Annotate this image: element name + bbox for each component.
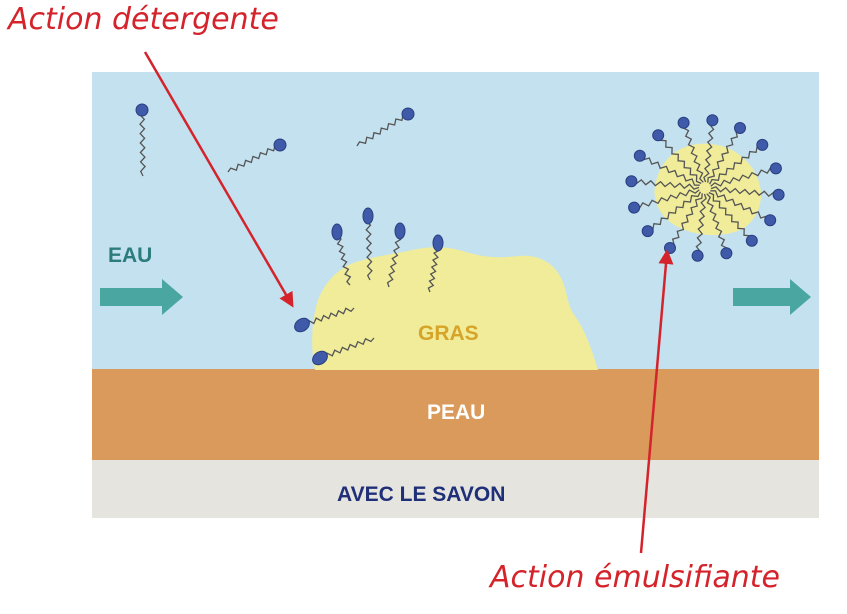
molecule-head <box>745 234 758 247</box>
molecule-head <box>362 207 374 225</box>
molecule-tail <box>365 215 373 281</box>
molecule-head <box>734 122 746 134</box>
molecule-head <box>769 162 782 175</box>
molecule-tail <box>703 119 715 183</box>
molecule-head <box>625 175 638 188</box>
molecule-head <box>652 129 665 142</box>
molecule-tail <box>386 230 402 288</box>
soap-molecule-icon <box>710 186 785 201</box>
molecule-head <box>677 116 690 129</box>
molecule-head <box>432 234 444 252</box>
molecule-head <box>294 317 310 333</box>
molecule-tail <box>139 109 146 177</box>
molecule-head <box>331 223 343 241</box>
molecule-head <box>764 214 777 227</box>
molecule-head <box>312 350 328 366</box>
molecule-tail <box>634 189 700 210</box>
molecule-tail <box>707 127 741 183</box>
soap-molecule-icon <box>652 129 702 184</box>
skin-label: PEAU <box>427 401 485 424</box>
molecule-head <box>628 201 641 214</box>
soap-molecule-icon <box>294 307 355 333</box>
soap-molecule-icon <box>362 207 374 281</box>
flow-arrow-right-icon <box>733 279 811 315</box>
molecule-tail <box>639 155 700 186</box>
molecule-tail <box>301 307 355 327</box>
molecule-head <box>772 188 785 201</box>
soap-molecule-icon <box>641 191 701 238</box>
soap-molecule-icon <box>628 189 700 214</box>
molecule-head <box>135 103 149 117</box>
soap-molecule-icon <box>707 122 746 183</box>
soap-molecule-icon <box>710 190 777 227</box>
soap-molecule-icon <box>703 114 719 183</box>
molecule-tail <box>356 113 409 147</box>
soap-molecule-icon <box>312 337 375 366</box>
fat-blob <box>312 247 598 370</box>
flow-arrow-left-icon <box>100 279 183 315</box>
molecule-tail <box>319 337 375 360</box>
skin-layer <box>92 369 819 460</box>
fat-label: GRAS <box>418 322 479 345</box>
molecule-head <box>641 225 654 238</box>
soap-molecule-icon <box>633 149 700 186</box>
soap-molecule-icon <box>706 193 733 260</box>
molecule-tail <box>695 193 707 257</box>
molecule-tail <box>709 144 763 185</box>
molecule-head <box>394 222 406 240</box>
molecule-head <box>756 138 769 151</box>
soap-molecule-icon <box>677 116 704 183</box>
molecule-tail <box>669 193 703 249</box>
molecule-head <box>706 114 719 127</box>
molecule-tail <box>647 191 701 232</box>
micelle-icon <box>625 114 785 262</box>
soap-molecule-icon <box>331 223 352 286</box>
soap-molecule-icon <box>356 107 415 147</box>
soap-molecule-icon <box>135 103 149 177</box>
emulsifying-action-callout: Action émulsifiante <box>490 560 781 595</box>
molecule-head <box>401 107 415 121</box>
molecule-tail <box>631 179 700 190</box>
molecule-tail <box>710 190 771 221</box>
caption-label: AVEC LE SAVON <box>337 483 505 506</box>
emulsifying-pointer-arrow <box>639 249 674 554</box>
molecule-head <box>664 242 676 254</box>
molecule-head <box>691 249 704 262</box>
soap-molecule-icon <box>710 162 782 187</box>
molecule-tail <box>657 135 702 184</box>
soap-molecule-icon <box>386 222 406 288</box>
soap-molecule-icon <box>427 234 444 293</box>
molecule-tail <box>708 192 753 241</box>
water-label: EAU <box>108 244 152 267</box>
detergent-pointer-arrow <box>143 51 294 308</box>
soap-molecule-icon <box>691 193 707 262</box>
detergent-action-callout: Action détergente <box>8 2 279 37</box>
caption-band <box>92 460 819 518</box>
molecule-tail <box>710 186 779 197</box>
soap-molecule-icon <box>625 175 700 190</box>
molecule-tail <box>335 231 352 286</box>
molecule-tail <box>706 193 728 254</box>
molecule-tail <box>227 144 280 173</box>
molecule-head <box>720 247 733 260</box>
molecule-head <box>633 149 646 162</box>
molecule-tail <box>710 166 776 187</box>
soap-molecules <box>135 103 444 366</box>
molecule-head <box>273 138 287 152</box>
soap-molecule-icon <box>708 192 758 247</box>
molecule-tail <box>682 122 704 183</box>
soap-molecule-icon <box>709 138 769 185</box>
soap-molecule-icon <box>227 138 287 173</box>
